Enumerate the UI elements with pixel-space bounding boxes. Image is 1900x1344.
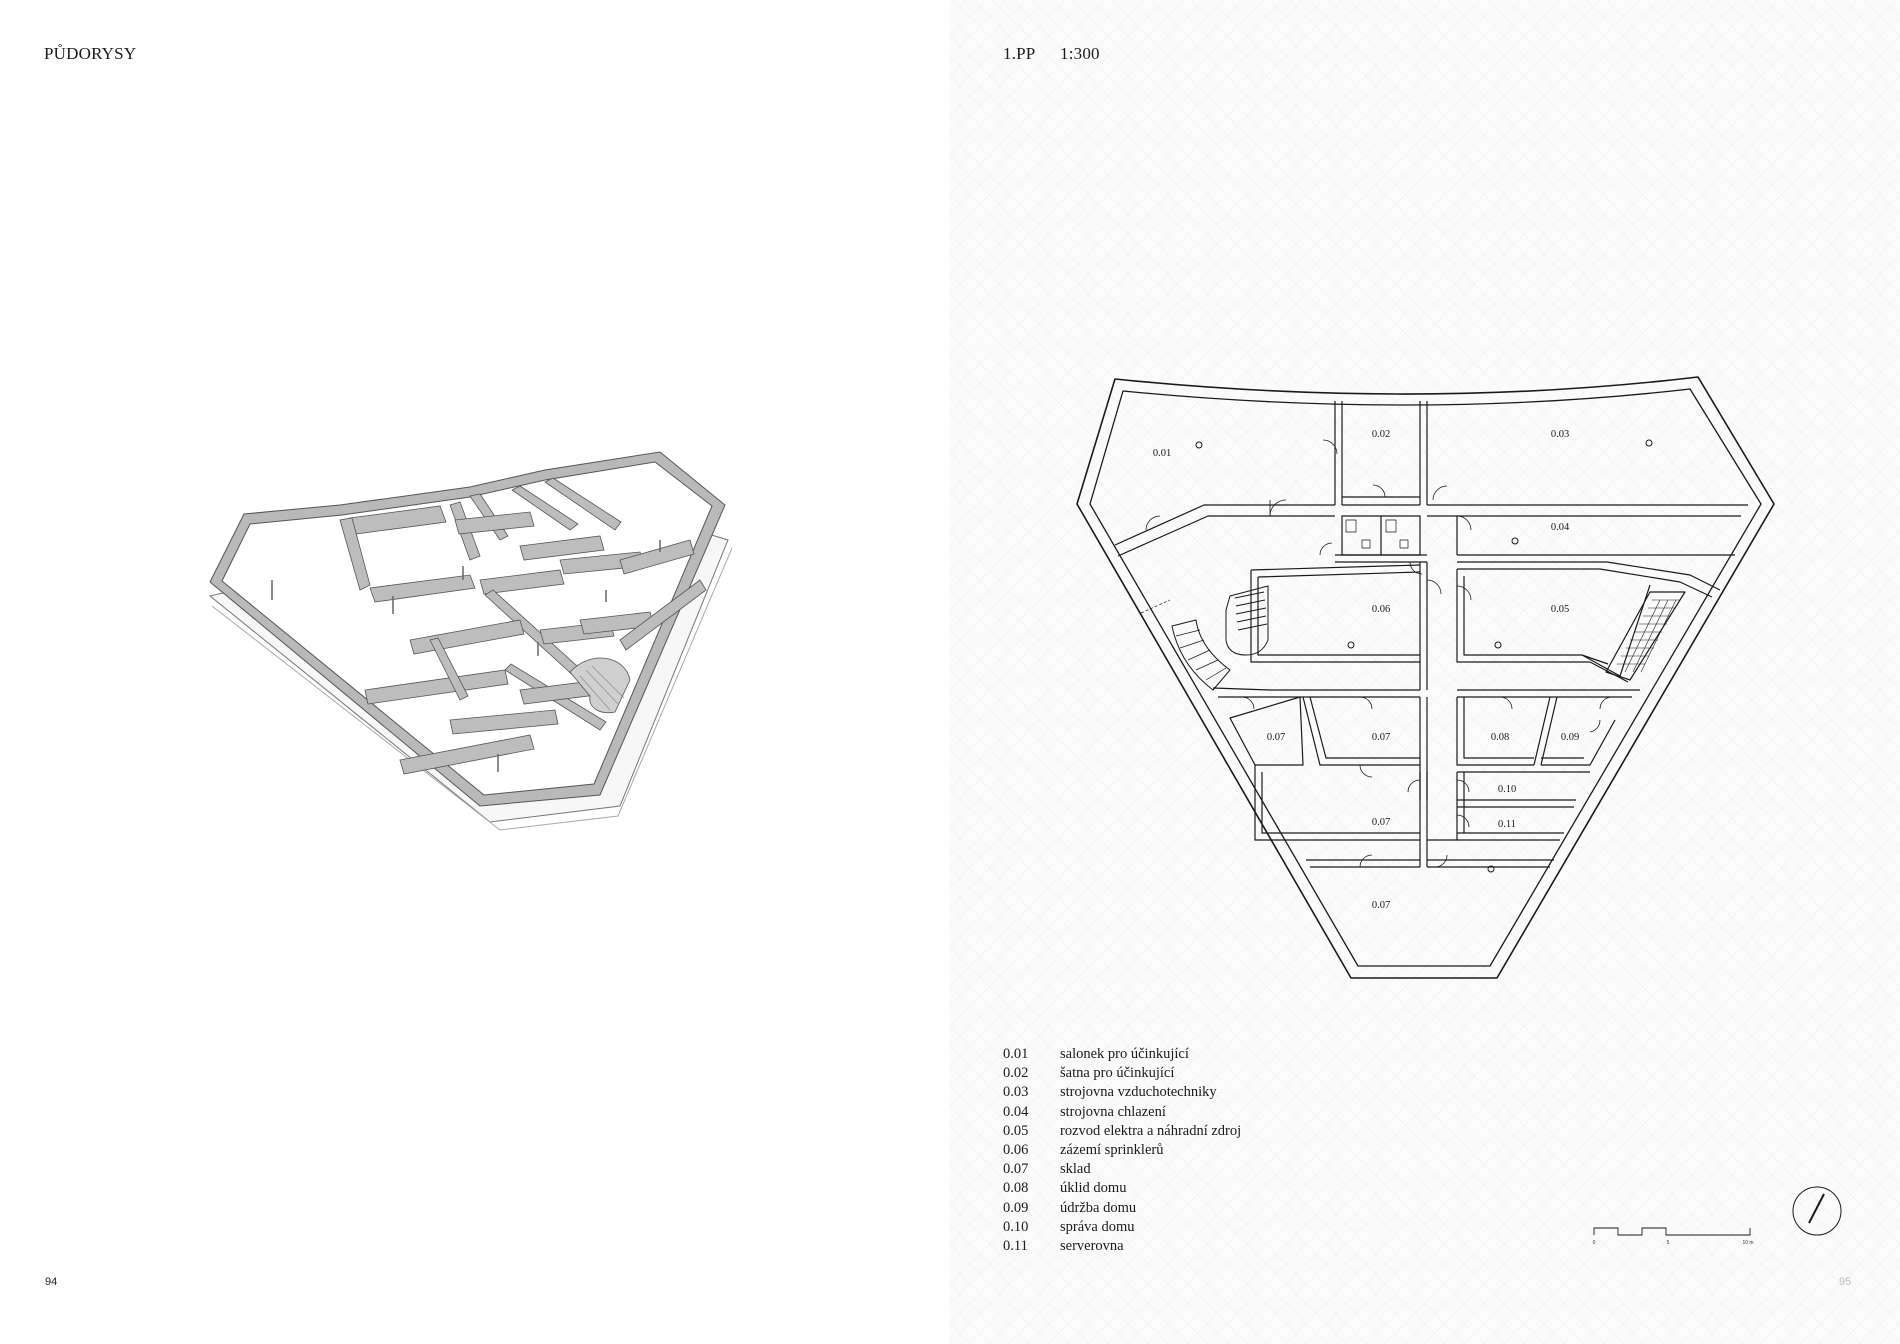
plan-wc-fixtures xyxy=(1345,519,1409,549)
plan-floor-drains xyxy=(1195,439,1653,873)
floor-title: 1.PP xyxy=(1003,44,1036,63)
axo-interior-walls xyxy=(339,477,707,775)
legend-row: 0.09 údržba domu xyxy=(1003,1199,1241,1218)
plan-interior-walls xyxy=(1114,401,1748,868)
legend-name: strojovna vzduchotechniky xyxy=(1060,1084,1217,1101)
legend-name: údržba domu xyxy=(1060,1199,1137,1216)
left-page: PŮDORYSY xyxy=(44,44,733,1288)
legend-row: 0.05 rozvod elektra a náhradní zdroj xyxy=(1003,1122,1241,1141)
room-label-0-11: 0.11 xyxy=(1498,819,1516,830)
legend-code: 0.08 xyxy=(1003,1180,1029,1197)
legend-name: salonek pro účinkující xyxy=(1060,1046,1189,1062)
north-arrow-icon xyxy=(1792,1186,1842,1236)
axo-stair xyxy=(569,657,631,714)
room-label-0-08: 0.08 xyxy=(1491,732,1509,743)
room-legend: 0.01 salonek pro účinkující 0.02 šatna pro… xyxy=(1003,1045,1241,1256)
room-label-0-05: 0.05 xyxy=(1551,604,1569,615)
scale-bar-label-10: 10 m xyxy=(1742,1240,1753,1246)
scale-bar: 0 5 10 m xyxy=(1593,1227,1754,1246)
room-label-0-06: 0.06 xyxy=(1372,604,1390,615)
room-label-0-07: 0.07 xyxy=(1267,732,1285,743)
legend-name: strojovna chlazení xyxy=(1060,1103,1166,1120)
plan-outer-wall-inner xyxy=(1089,388,1762,967)
legend-row: 0.01 salonek pro účinkující xyxy=(1003,1045,1241,1064)
room-label-0-01: 0.01 xyxy=(1153,448,1171,459)
axo-markers xyxy=(271,540,661,772)
legend-row: 0.10 správa domu xyxy=(1003,1218,1241,1237)
scale-bar-label-5: 5 xyxy=(1667,1240,1670,1246)
legend-row: 0.11 serverovna xyxy=(1003,1237,1241,1256)
plan-outer-wall xyxy=(1076,376,1775,979)
scale-title: 1:300 xyxy=(1060,44,1100,63)
legend-code: 0.02 xyxy=(1003,1065,1029,1082)
room-label-0-07: 0.07 xyxy=(1372,900,1390,911)
legend-code: 0.09 xyxy=(1003,1199,1029,1216)
legend-row: 0.04 strojovna chlazení xyxy=(1003,1103,1241,1122)
left-page-title: PŮDORYSY xyxy=(44,44,137,63)
plan-stair-left xyxy=(1140,585,1269,691)
axonometric-view xyxy=(208,451,733,831)
room-label-0-02: 0.02 xyxy=(1372,429,1390,440)
legend-code: 0.07 xyxy=(1003,1161,1029,1178)
legend-name: rozvod elektra a náhradní zdroj xyxy=(1060,1122,1242,1139)
legend-code: 0.05 xyxy=(1003,1122,1029,1139)
room-label-0-07: 0.07 xyxy=(1372,732,1390,743)
legend-code: 0.10 xyxy=(1003,1218,1029,1235)
room-label-0-10: 0.10 xyxy=(1498,784,1516,795)
legend-row: 0.02 šatna pro účinkující xyxy=(1003,1064,1241,1083)
legend-name: šatna pro účinkující xyxy=(1060,1065,1175,1082)
plan-stair-right xyxy=(1617,599,1680,673)
room-label-0-03: 0.03 xyxy=(1551,429,1569,440)
legend-row: 0.07 sklad xyxy=(1003,1160,1241,1179)
right-page: 1.PP 1:300 95 xyxy=(950,0,1900,1344)
scale-bar-label-0: 0 xyxy=(1593,1240,1596,1246)
legend-row: 0.03 strojovna vzduchotechniky xyxy=(1003,1083,1241,1102)
axo-slab-edge xyxy=(211,547,733,831)
legend-code: 0.11 xyxy=(1003,1238,1028,1255)
legend-row: 0.06 zázemí sprinklerů xyxy=(1003,1141,1241,1160)
legend-code: 0.01 xyxy=(1003,1046,1029,1062)
room-label-0-07: 0.07 xyxy=(1372,817,1390,828)
right-page-number: 95 xyxy=(1839,1276,1852,1288)
left-page-number: 94 xyxy=(45,1276,58,1288)
room-label-0-04: 0.04 xyxy=(1551,522,1570,533)
room-label-0-09: 0.09 xyxy=(1561,732,1579,743)
legend-code: 0.06 xyxy=(1003,1142,1029,1159)
legend-row: 0.08 úklid domu xyxy=(1003,1179,1241,1198)
legend-name: správa domu xyxy=(1060,1218,1135,1235)
legend-name: zázemí sprinklerů xyxy=(1060,1142,1164,1159)
legend-name: úklid domu xyxy=(1060,1180,1127,1197)
legend-code: 0.04 xyxy=(1003,1103,1029,1120)
plan-doors xyxy=(1145,439,1613,868)
legend-code: 0.03 xyxy=(1003,1084,1029,1101)
legend-name: sklad xyxy=(1060,1161,1091,1178)
legend-name: serverovna xyxy=(1060,1238,1124,1255)
